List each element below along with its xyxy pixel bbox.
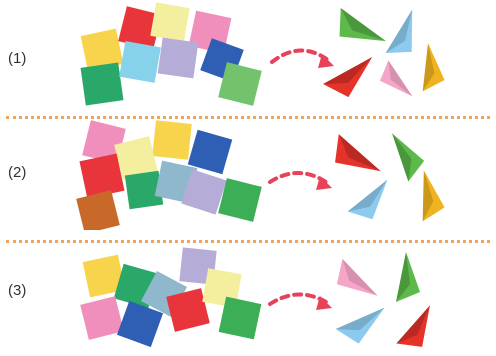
paper-plane	[348, 173, 399, 227]
paper-sheet	[119, 41, 161, 83]
row-1-scene	[0, 0, 496, 110]
paper-plane	[336, 299, 393, 350]
transform-arrow	[270, 294, 332, 310]
row-1: (1)	[0, 0, 496, 110]
paper-plane	[374, 60, 418, 104]
paper-plane	[383, 126, 429, 181]
paper-sheet	[79, 153, 124, 198]
paper-plane	[329, 259, 384, 307]
paper-plane	[330, 8, 391, 55]
paper-pile	[76, 120, 262, 230]
paper-plane	[386, 6, 426, 61]
paper-pile	[80, 247, 261, 347]
paper-plane	[326, 134, 387, 184]
paper-plane	[419, 42, 446, 91]
divider	[6, 116, 490, 119]
paper-sheet	[219, 297, 262, 340]
paper-plane	[323, 49, 382, 105]
row-3-scene	[0, 246, 496, 356]
paper-planes	[323, 6, 445, 105]
paper-pile	[81, 2, 262, 106]
row-3: (3)	[0, 246, 496, 356]
transform-arrow	[272, 50, 334, 68]
paper-sheet	[152, 120, 192, 160]
row-2-scene	[0, 120, 496, 230]
paper-plane	[396, 300, 442, 355]
paper-sheet	[80, 296, 124, 340]
paper-sheet	[150, 2, 189, 41]
paper-sheet	[76, 190, 120, 230]
paper-sheet	[158, 38, 199, 79]
paper-plane	[414, 168, 446, 221]
paper-plane	[396, 252, 420, 302]
paper-planes	[329, 252, 442, 356]
transform-arrow	[270, 173, 332, 190]
divider	[6, 240, 490, 243]
paper-sheet	[81, 63, 124, 106]
paper-planes	[326, 126, 447, 227]
row-2: (2)	[0, 120, 496, 230]
